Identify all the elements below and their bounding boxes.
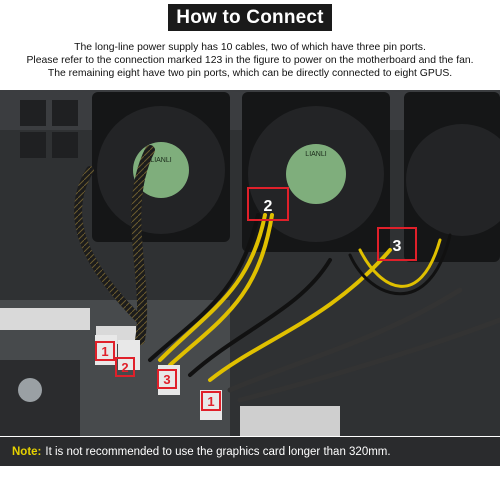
note-bar: Note: It is not recommended to use the g… [0,437,500,466]
fan-middle [242,92,390,252]
title-banner: How to Connect [168,4,332,31]
marker-3a: 3 [157,369,177,389]
vent-slots [20,100,78,158]
fan-right [404,92,500,262]
svg-text:1: 1 [207,394,214,409]
description: The long-line power supply has 10 cables… [6,41,494,81]
note-text: It is not recommended to use the graphic… [45,445,391,458]
svg-text:2: 2 [121,360,128,375]
fan-label-left: LIANLI [150,157,171,164]
page-title: How to Connect [176,6,324,28]
note-label: Note: [12,445,42,458]
power-cables [74,145,500,403]
description-line-3: The remaining eight have two pin ports, … [47,68,453,80]
fan-label-middle: LIANLI [305,151,326,158]
marker-3b: 3 [377,227,417,261]
product-photo: LIANLI LIANLI 1 [0,90,500,436]
marker-2a: 2 [115,357,135,377]
description-line-2: Please refer to the connection marked 12… [26,55,474,67]
photo-illustration: LIANLI LIANLI 1 [0,90,500,436]
connection-markers: 1 2 1 3 2 3 1 [95,187,417,411]
svg-text:3: 3 [163,372,170,387]
marker-1a: 1 [95,341,115,361]
svg-text:2: 2 [264,198,273,215]
description-line-1: The long-line power supply has 10 cables… [74,42,426,53]
marker-2b: 2 [247,187,289,221]
marker-1b: 1 [201,391,221,411]
svg-text:3: 3 [393,238,402,255]
fan-left [92,92,230,242]
svg-text:1: 1 [101,344,108,359]
